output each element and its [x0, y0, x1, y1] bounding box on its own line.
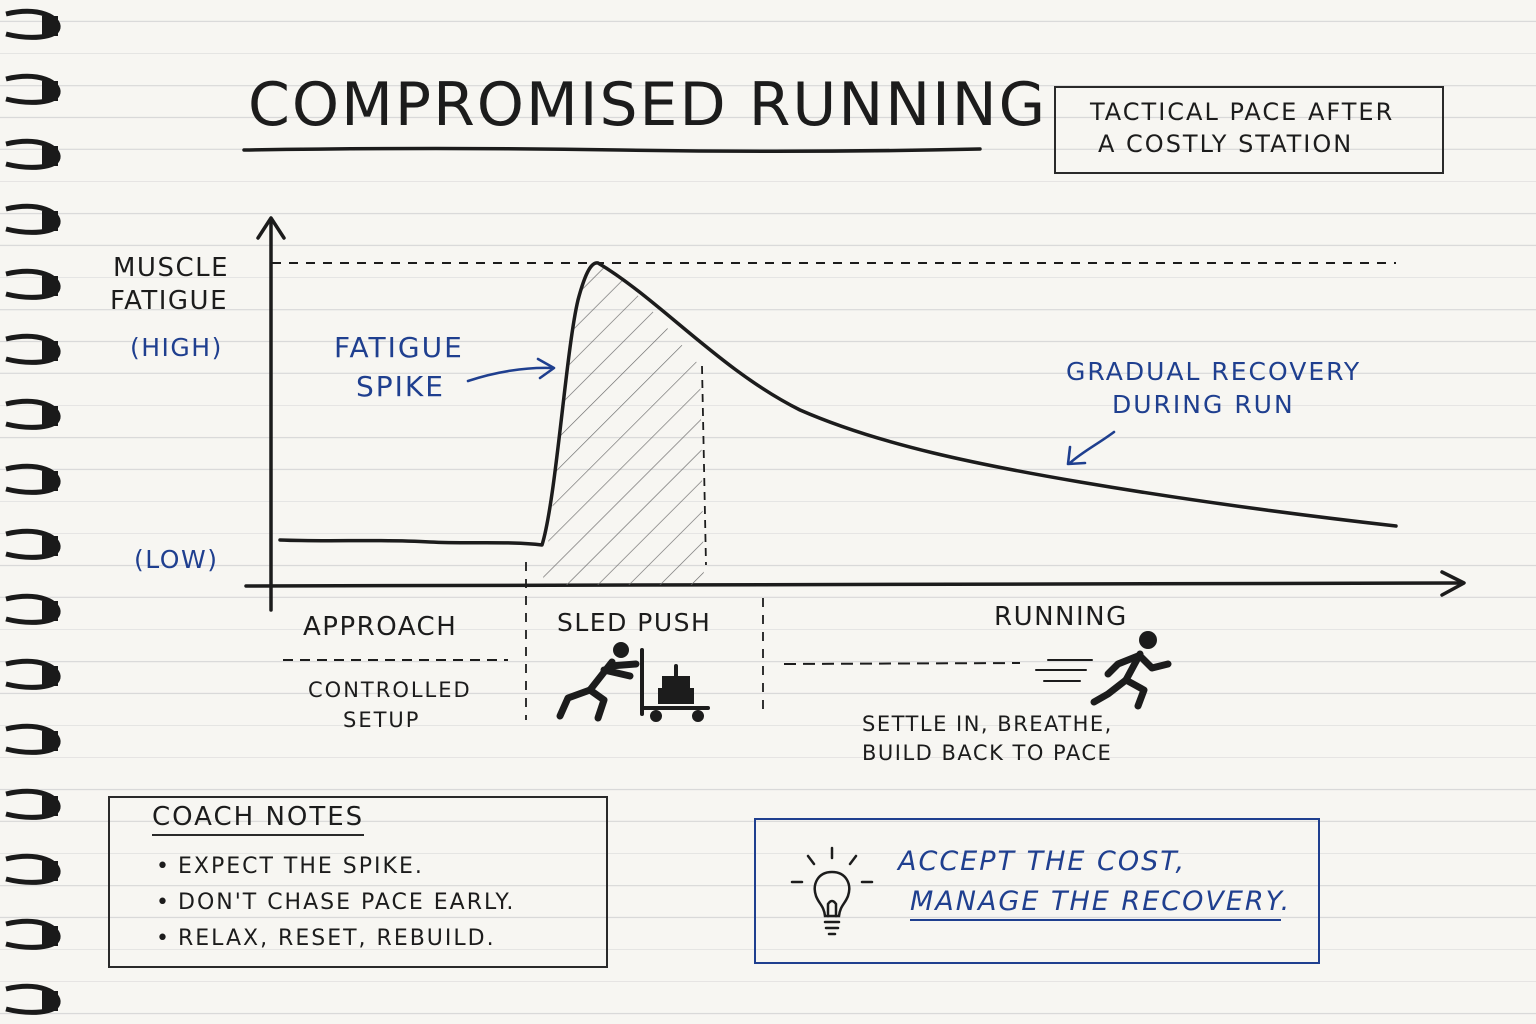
- recovery-annotation-line-1: Gradual recovery: [1066, 357, 1361, 386]
- binding-hole: [42, 861, 58, 881]
- subtitle-line-1: Tactical pace after: [1090, 98, 1395, 126]
- binding-ring: [5, 333, 61, 365]
- spike-annotation-line-1: Fatigue: [334, 331, 464, 364]
- binding-ring: [5, 463, 61, 495]
- binding-hole: [42, 536, 58, 556]
- binding-hole: [42, 81, 58, 101]
- spike-annotation-arrowhead: [536, 357, 556, 380]
- bullet-icon: •: [156, 890, 171, 915]
- binding-ring: [5, 73, 61, 105]
- phase-label-running: Running: [994, 602, 1128, 632]
- binding-hole: [42, 471, 58, 491]
- callout-line-2: manage the recovery.: [910, 886, 1292, 921]
- binding-ring: [5, 983, 61, 1015]
- binding-hole: [42, 341, 58, 361]
- subtitle-box: Tactical pace after a costly station: [1054, 86, 1444, 174]
- fatigue-curve: [278, 261, 1398, 547]
- sled-push-figure-icon: [556, 642, 640, 722]
- binding-ring: [5, 853, 61, 885]
- binding-hole: [42, 146, 58, 166]
- binding-hole: [42, 666, 58, 686]
- y-axis-arrowhead: [256, 216, 286, 240]
- phase-label-sled-push: Sled Push: [557, 608, 711, 637]
- x-axis-arrowhead: [1440, 570, 1466, 597]
- effort-end-marker: [701, 365, 707, 566]
- binding-ring: [5, 203, 61, 235]
- binding-ring: [5, 528, 61, 560]
- binding-hole: [42, 601, 58, 621]
- subtitle-line-2: a costly station: [1098, 130, 1354, 158]
- binding-ring: [5, 788, 61, 820]
- running-note-line-2: build back to pace: [862, 741, 1112, 765]
- binding-ring: [5, 658, 61, 690]
- binding-hole: [42, 406, 58, 426]
- callout-line-1: Accept the cost,: [898, 846, 1187, 877]
- recovery-annotation-arrowhead: [1066, 445, 1087, 466]
- sled-icon: [640, 648, 710, 722]
- coach-note-item: • Expect the spike.: [156, 854, 424, 879]
- binding-ring: [5, 8, 61, 40]
- y-axis-low-label: (Low): [134, 545, 218, 574]
- bullet-icon: •: [156, 854, 171, 879]
- binding-hole: [42, 16, 58, 36]
- spike-annotation-line-2: Spike: [356, 370, 445, 403]
- coach-note-text: Don't chase pace early.: [178, 890, 516, 915]
- coach-note-text: Expect the spike.: [178, 854, 424, 879]
- bullet-icon: •: [156, 926, 171, 951]
- coach-note-text: Relax, reset, rebuild.: [178, 926, 496, 951]
- approach-note-line-2: setup: [343, 708, 420, 732]
- title-underline: [242, 146, 982, 154]
- lightbulb-icon: [790, 846, 874, 936]
- binding-hole: [42, 276, 58, 296]
- sled-push-effort-area: [542, 262, 704, 585]
- coach-notes-heading: Coach Notes: [152, 802, 365, 836]
- phase-label-approach: Approach: [303, 612, 457, 642]
- coach-note-item: • Relax, reset, rebuild.: [156, 926, 496, 951]
- coach-notes-box: Coach Notes • Expect the spike. • Don't ch…: [108, 796, 608, 968]
- key-message-callout: Accept the cost, manage the recovery.: [754, 818, 1320, 964]
- spiral-binding: [5, 8, 61, 1015]
- binding-hole: [42, 926, 58, 946]
- y-axis-label-line-1: Muscle: [113, 253, 229, 283]
- binding-ring: [5, 593, 61, 625]
- y-axis-high-label: (High): [130, 333, 223, 362]
- recovery-annotation-line-2: during run: [1112, 390, 1295, 419]
- running-dashed-rule: [783, 662, 1021, 665]
- x-axis: [244, 581, 1464, 588]
- binding-ring: [5, 918, 61, 950]
- spike-annotation-arrow: [466, 366, 554, 383]
- callout-period: .: [1280, 886, 1292, 917]
- recovery-annotation-arrow: [1068, 430, 1116, 465]
- binding-hole: [42, 211, 58, 231]
- binding-ring: [5, 138, 61, 170]
- approach-note-line-1: Controlled: [308, 678, 472, 702]
- binding-hole: [42, 991, 58, 1011]
- binding-ring: [5, 398, 61, 430]
- running-note-line-1: Settle in, breathe,: [862, 712, 1113, 736]
- page-title: Compromised Running: [248, 70, 1048, 140]
- runner-icon: [1090, 631, 1172, 710]
- coach-note-item: • Don't chase pace early.: [156, 890, 515, 915]
- binding-hole: [42, 731, 58, 751]
- binding-hole: [42, 796, 58, 816]
- binding-ring: [5, 268, 61, 300]
- speed-lines-icon: [1035, 659, 1093, 682]
- y-axis-label-line-2: Fatigue: [110, 286, 228, 316]
- callout-emphasis: manage the recovery: [910, 886, 1281, 921]
- binding-ring: [5, 723, 61, 755]
